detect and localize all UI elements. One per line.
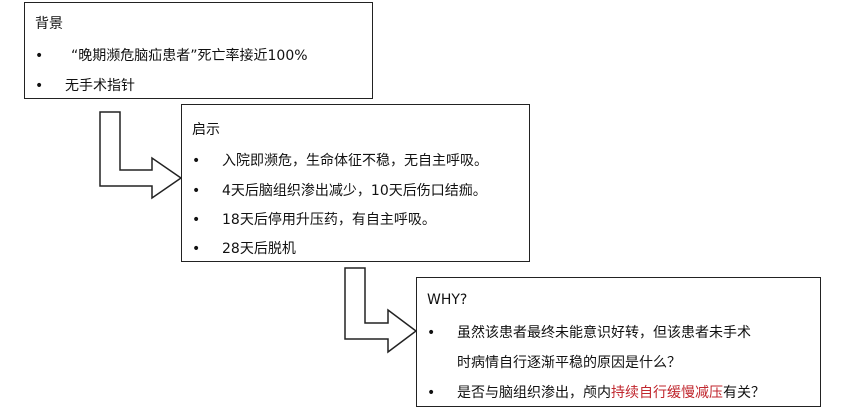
list-item: • 入院即濒危，生命体征不稳，无自主呼吸。 — [192, 150, 488, 170]
item-text: 是否与脑组织渗出，颅内 — [457, 385, 611, 401]
highlighted-text: 持续自行缓慢减压 — [611, 385, 723, 401]
list-item: • 18天后停用升压药，有自主呼吸。 — [192, 209, 436, 229]
bent-arrow-2 — [344, 267, 418, 354]
list-item: • 无手术指针 — [35, 75, 135, 95]
item-text: “晚期濒危脑疝患者”死亡率接近100% — [71, 48, 308, 64]
bullet: • — [35, 48, 44, 64]
box-title: 启示 — [192, 122, 220, 138]
item-text: 18天后停用升压药，有自主呼吸。 — [222, 212, 436, 228]
item-text: 无手术指针 — [65, 78, 135, 94]
item-continuation: 时病情自行逐渐平稳的原因是什么？ — [457, 355, 681, 371]
item-text: 入院即濒危，生命体征不稳，无自主呼吸。 — [222, 153, 488, 169]
box-title: 背景 — [35, 16, 63, 32]
box-title: WHY? — [427, 292, 468, 308]
background-box: 背景 • “晚期濒危脑疝患者”死亡率接近100% • 无手术指针 — [24, 2, 373, 99]
bullet: • — [192, 212, 201, 228]
bullet: • — [427, 325, 436, 341]
bullet: • — [192, 153, 201, 169]
item-text: 有关？ — [723, 385, 765, 401]
list-item: • 虽然该患者最终未能意识好转，但该患者未手术 — [427, 322, 751, 342]
list-item: • 是否与脑组织渗出，颅内持续自行缓慢减压有关？ — [427, 382, 765, 402]
list-item: • 4天后脑组织渗出减少，10天后伤口结痂。 — [192, 180, 487, 200]
bullet: • — [192, 241, 201, 257]
list-item: • “晚期濒危脑疝患者”死亡率接近100% — [35, 45, 308, 65]
item-text: 28天后脱机 — [222, 241, 296, 257]
why-box: WHY? • 虽然该患者最终未能意识好转，但该患者未手术 时病情自行逐渐平稳的原因… — [416, 277, 821, 407]
insight-box: 启示 • 入院即濒危，生命体征不稳，无自主呼吸。 • 4天后脑组织渗出减少，10天后… — [181, 104, 530, 262]
bent-arrow-1 — [99, 111, 183, 200]
item-text: 4天后脑组织渗出减少，10天后伤口结痂。 — [222, 183, 487, 199]
bullet: • — [35, 78, 44, 94]
list-item: • 28天后脱机 — [192, 238, 296, 258]
bullet: • — [192, 183, 201, 199]
bullet: • — [427, 385, 436, 401]
item-text: 虽然该患者最终未能意识好转，但该患者未手术 — [457, 325, 751, 341]
